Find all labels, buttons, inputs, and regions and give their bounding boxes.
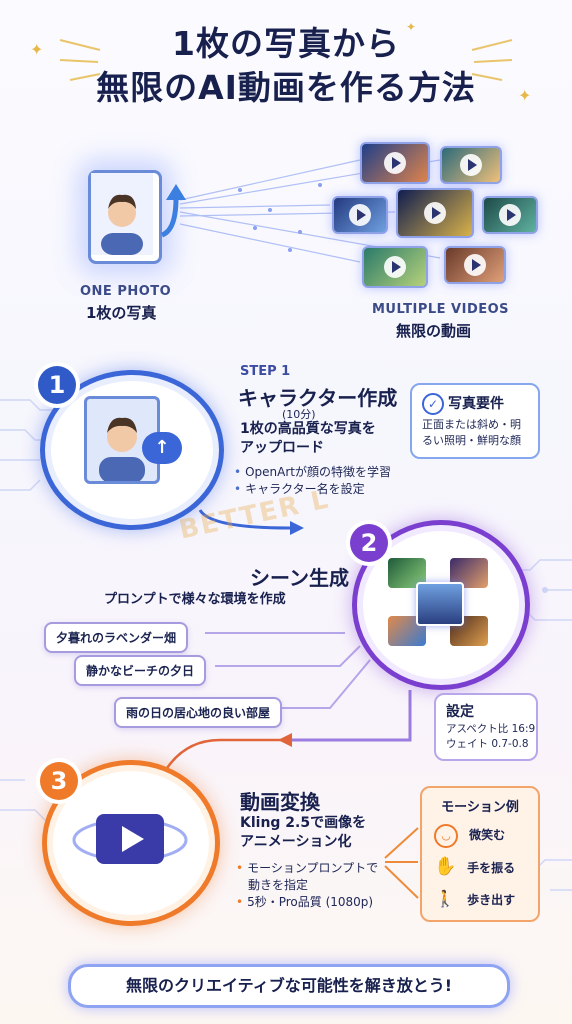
- motion-item-smile: ◡ 微笑む: [434, 824, 505, 848]
- settings-text: アスペクト比 16:9 ウェイト 0.7-0.8: [446, 722, 535, 752]
- video-thumbnail: [362, 246, 428, 288]
- prompt-text: 雨の日の居心地の良い部屋: [126, 706, 271, 720]
- list-item: •モーションプロンプトで: [236, 861, 379, 875]
- check-circle-icon: ✓: [422, 393, 444, 415]
- prompt-text: 静かなビーチの夕日: [86, 664, 195, 678]
- settings-title: 設定: [446, 704, 474, 720]
- step3-bullet-2: 5秒・Pro品質 (1080p): [247, 895, 374, 909]
- step3-bullet1-line1: モーションプロンプトで: [247, 861, 379, 875]
- multiple-videos-ja: 無限の動画: [396, 322, 472, 340]
- motion-item-wave: ✋ 手を振る: [434, 856, 515, 878]
- step3-bullet1-line2: 動きを指定: [248, 878, 309, 892]
- step3-desc-line2: アニメーション化: [240, 834, 352, 850]
- settings-box: 設定 アスペクト比 16:9 ウェイト 0.7-0.8: [434, 693, 538, 761]
- step1-bullet-1: OpenArtが顔の特徴を学習: [245, 465, 391, 479]
- title-line2: 無限のAI動画を作る方法: [96, 68, 476, 107]
- list-item: •5秒・Pro品質 (1080p): [236, 895, 374, 909]
- smile-icon: ◡: [434, 824, 458, 848]
- motion-label: 微笑む: [469, 828, 506, 842]
- motion-label: 歩き出す: [467, 893, 516, 907]
- video-thumbnail: [396, 188, 474, 238]
- play-icon: [464, 254, 486, 276]
- one-photo-ja: 1枚の写真: [86, 304, 157, 322]
- step1-desc-line1: 1枚の高品質な写真を: [240, 421, 376, 437]
- list-item: 動きを指定: [236, 877, 378, 894]
- play-icon: [460, 154, 482, 176]
- play-icon: [424, 202, 446, 224]
- video-play-icon: [72, 814, 188, 864]
- motion-title: モーション例: [441, 800, 519, 815]
- step2-badge: 2: [350, 524, 388, 562]
- play-icon: [499, 204, 521, 226]
- multiple-videos-label: MULTIPLE VIDEOS: [372, 302, 510, 317]
- step1-bullets: •OpenArtが顔の特徴を学習 •キャラクター名を設定: [234, 464, 391, 498]
- requirements-text: 正面または斜め・明 るい照明・鮮明な顔: [422, 417, 521, 449]
- prompt-chip: 夕暮れのラベンダー畑: [44, 622, 189, 653]
- motion-label: 手を振る: [467, 861, 516, 875]
- video-thumbnail: [444, 246, 506, 284]
- requirements-line2: るい照明・鮮明な顔: [422, 434, 521, 447]
- requirements-title: 写真要件: [448, 396, 504, 412]
- video-thumbnail: [440, 146, 502, 184]
- settings-line1: アスペクト比 16:9: [446, 723, 536, 735]
- play-icon: [384, 256, 406, 278]
- step1-desc: 1枚の高品質な写真を アップロード: [240, 420, 376, 458]
- one-photo-label: ONE PHOTO: [80, 284, 172, 299]
- step2-subtitle: プロンプトで様々な環境を作成: [104, 592, 286, 607]
- step3-desc-line1: Kling 2.5で画像を: [240, 815, 367, 831]
- scene-thumbnail: [416, 582, 464, 626]
- arrow-up-icon: [160, 184, 186, 238]
- step1-desc-line2: アップロード: [240, 440, 324, 456]
- list-item: •キャラクター名を設定: [234, 482, 365, 496]
- video-thumbnail: [482, 196, 538, 234]
- scene-collage: [388, 558, 488, 648]
- title-line1: 1枚の写真から: [172, 24, 400, 63]
- video-thumbnail: [360, 142, 430, 184]
- cloud-upload-icon: ↑: [142, 432, 182, 464]
- prompt-chip: 静かなビーチの夕日: [74, 655, 207, 686]
- person-icon: [91, 173, 153, 255]
- step3-desc: Kling 2.5で画像を アニメーション化: [240, 814, 366, 852]
- settings-line2: ウェイト 0.7-0.8: [446, 738, 529, 750]
- person-icon: [99, 417, 145, 483]
- step1-bullet-2: キャラクター名を設定: [245, 482, 365, 496]
- footer-banner: 無限のクリエイティブな可能性を解き放とう!: [68, 964, 510, 1008]
- motion-item-walk: 🚶 歩き出す: [434, 888, 515, 910]
- video-thumbnail: [332, 196, 388, 234]
- step1-title: キャラクター作成: [238, 386, 398, 410]
- prompt-chip: 雨の日の居心地の良い部屋: [114, 697, 283, 728]
- step1-badge: 1: [38, 366, 76, 404]
- sparkle-icon: ✦: [30, 40, 44, 59]
- step3-title: 動画変換: [240, 790, 320, 814]
- play-icon: [349, 204, 371, 226]
- step2-title: シーン生成: [250, 566, 349, 590]
- step3-bullets: •モーションプロンプトで 動きを指定 •5秒・Pro品質 (1080p): [236, 860, 378, 911]
- page-title: 1枚の写真から 無限のAI動画を作る方法: [0, 22, 572, 110]
- step1-time: (10分): [282, 408, 316, 421]
- step3-badge: 3: [40, 762, 78, 800]
- sparkle-icon: ✦: [518, 86, 532, 105]
- photo-requirements-box: ✓ 写真要件 正面または斜め・明 るい照明・鮮明な顔: [410, 383, 540, 459]
- prompt-text: 夕暮れのラベンダー畑: [56, 631, 177, 645]
- sparkle-icon: ✦: [406, 20, 417, 34]
- requirements-line1: 正面または斜め・明: [422, 418, 521, 431]
- play-icon: [384, 152, 406, 174]
- walking-icon: 🚶: [435, 889, 455, 908]
- one-photo-card: [88, 170, 162, 264]
- hand-wave-icon: ✋: [434, 856, 457, 877]
- step1-label: STEP 1: [240, 364, 291, 379]
- motion-examples-box: モーション例 ◡ 微笑む ✋ 手を振る 🚶 歩き出す: [420, 786, 540, 922]
- list-item: •OpenArtが顔の特徴を学習: [234, 465, 391, 479]
